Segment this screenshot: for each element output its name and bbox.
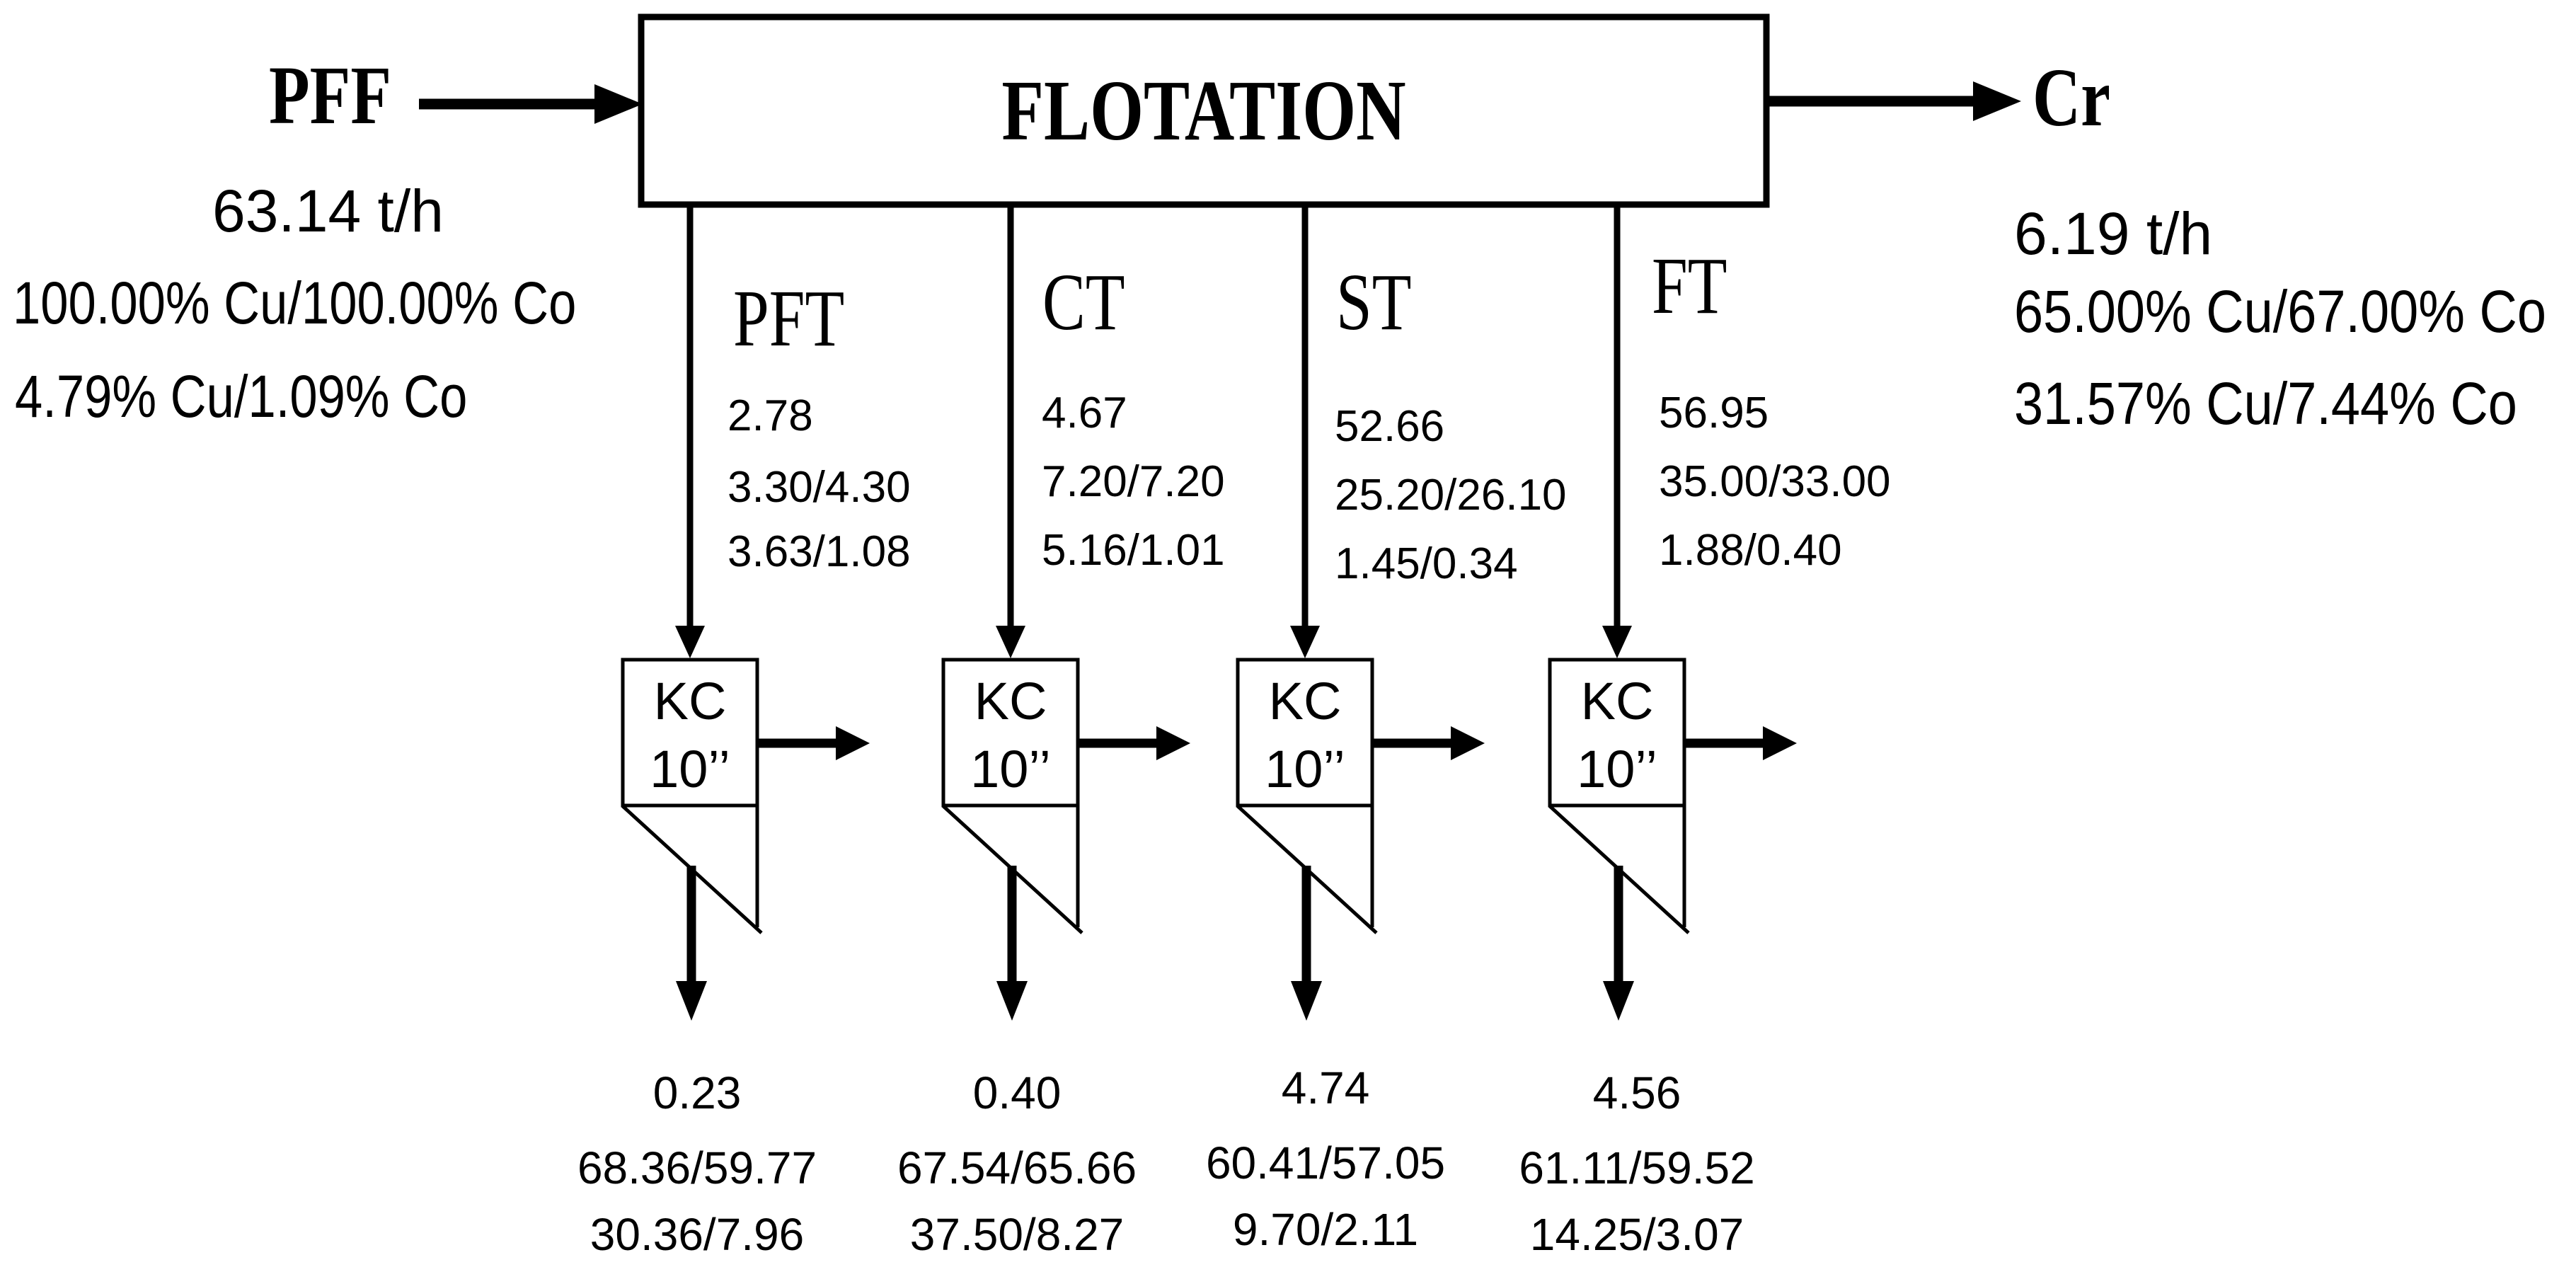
stream-ct-tph: 4.67 [1042,389,1127,437]
concentrate-stream-label: Cr [2032,51,2111,144]
kc2-size: 10’’ [970,740,1051,798]
kc2-tails-arrow-head [996,981,1028,1021]
kc1-size: 10’’ [650,740,730,798]
flotation-box [638,13,1770,208]
kc2-product-distribution: 67.54/65.66 [897,1142,1137,1193]
kc4-size: 10’’ [1577,740,1657,798]
kc3-name: KC [1268,672,1342,730]
kc-box-4 [1548,658,1686,808]
concentrate-distribution: 65.00% Cu/67.00% Co [2014,278,2547,345]
stream-ct-grade: 5.16/1.01 [1042,526,1225,575]
kc3-size: 10’’ [1265,740,1345,798]
kc2-product-tph: 0.40 [972,1067,1062,1118]
kc-box-3 [1236,658,1374,808]
concentrate-grade: 31.57% Cu/7.44% Co [2014,370,2517,437]
stream-ft-grade: 1.88/0.40 [1659,526,1842,575]
feed-arrow-head [594,84,643,124]
kc3-product-grade: 9.70/2.11 [1232,1204,1419,1255]
stream-label-st: ST [1336,257,1412,347]
kc4-name: KC [1580,672,1654,730]
kc4-tails-arrow-head [1603,981,1634,1021]
stream-pft-distribution: 3.30/4.30 [728,463,911,512]
kc1-tails-arrow-head [676,981,707,1021]
kc3-product-tph: 4.74 [1281,1062,1370,1113]
kc1-concentrate-arrow-head [836,726,870,760]
stream-arrow-head-st [1290,626,1320,658]
kc3-concentrate-arrow-head [1451,726,1485,760]
kc-box-1 [621,658,759,808]
stream-arrow-head-ft [1602,626,1632,658]
kc3-tails-arrow-head [1291,981,1322,1021]
stream-pft-grade: 3.63/1.08 [728,527,911,576]
kc4-product-grade: 14.25/3.07 [1529,1209,1744,1260]
kc-unit-1: KC 10’’ [623,660,757,806]
stream-ft-distribution: 35.00/33.00 [1659,457,1891,506]
kc-unit-3: KC 10’’ [1238,660,1372,806]
stream-ft-tph: 56.95 [1659,389,1769,437]
feed-tph: 63.14 t/h [212,178,444,244]
stream-arrow-head-pft [675,626,705,658]
feed-stream-label: PFF [269,49,391,142]
kc1-product-distribution: 68.36/59.77 [577,1142,817,1193]
kc1-name: KC [653,672,727,730]
kc1-product-tph: 0.23 [652,1067,742,1118]
stream-label-ft: FT [1652,241,1727,331]
flotation-cell: FLOTATION [641,17,1766,205]
stream-ct-distribution: 7.20/7.20 [1042,457,1225,506]
kc4-product-tph: 4.56 [1592,1067,1681,1118]
feed-distribution: 100.00% Cu/100.00% Co [13,270,577,336]
stream-arrow-head-ct [996,626,1025,658]
kc4-product-distribution: 61.11/59.52 [1519,1142,1755,1193]
kc2-product-grade: 37.50/8.27 [909,1209,1125,1260]
stream-label-pft: PFT [733,273,845,363]
stream-st-grade: 1.45/0.34 [1335,539,1518,588]
kc-unit-2: KC 10’’ [943,660,1078,806]
kc2-concentrate-arrow-head [1156,726,1190,760]
stream-label-ct: CT [1042,257,1125,347]
concentrate-tph: 6.19 t/h [2014,200,2213,267]
kc1-product-grade: 30.36/7.96 [590,1209,805,1260]
feed-grade: 4.79% Cu/1.09% Co [15,363,468,430]
kc-box-2 [941,658,1080,808]
kc4-concentrate-arrow-head [1763,726,1797,760]
concentrate-arrow-head [1973,81,2021,121]
kc2-name: KC [974,672,1047,730]
stream-st-distribution: 25.20/26.10 [1335,471,1567,520]
stream-pft-tph: 2.78 [728,391,813,440]
kc-unit-4: KC 10’’ [1550,660,1684,806]
kc3-product-distribution: 60.41/57.05 [1205,1137,1446,1188]
stream-st-tph: 52.66 [1335,402,1445,451]
flotation-label: FLOTATION [1001,62,1406,159]
